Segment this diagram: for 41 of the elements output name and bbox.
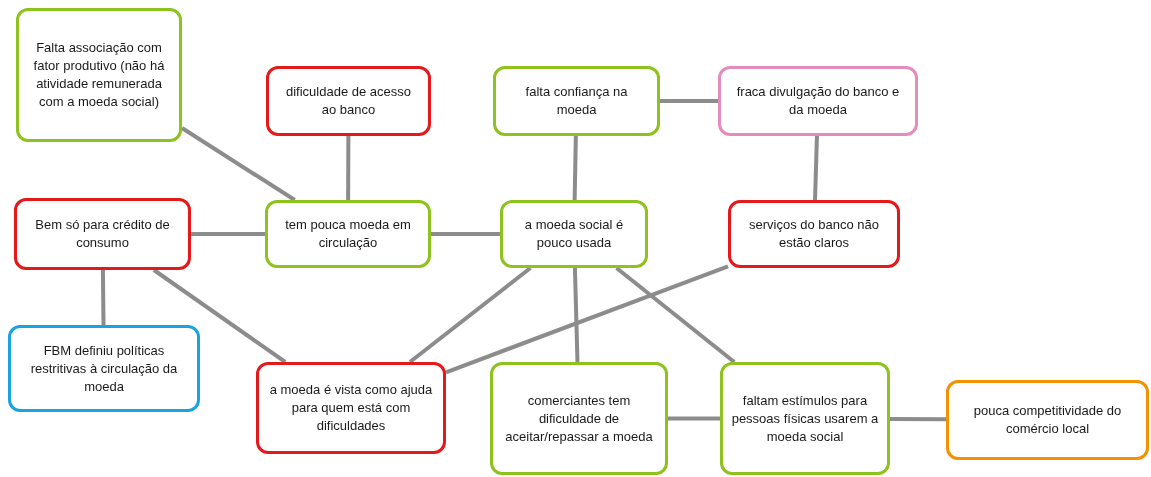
cause-box [500, 200, 648, 268]
connector-line [191, 232, 265, 236]
connector-line [668, 416, 720, 421]
box-text: a moeda social é pouco usada [523, 216, 625, 252]
box-text: dificuldade de acesso ao banco [285, 83, 412, 119]
cause-box [493, 66, 660, 136]
cause-box [8, 325, 200, 412]
connector-line [431, 232, 500, 236]
connector-line [180, 126, 296, 202]
connector-line [615, 266, 736, 364]
cause-box [718, 66, 918, 136]
connector-line [890, 417, 946, 422]
cause-box [720, 362, 890, 475]
box-text: Bem só para crédito de consumo [34, 216, 171, 252]
connector-line [660, 99, 718, 103]
cause-box [490, 362, 668, 475]
cause-box [946, 380, 1149, 460]
box-text: falta confiança na moeda [524, 83, 629, 119]
cause-box [14, 198, 191, 270]
connector-line [572, 267, 580, 363]
connector-line [152, 268, 287, 364]
cause-box [265, 200, 431, 268]
connector-line [813, 135, 819, 201]
connector-line [445, 264, 729, 375]
box-text: tem pouca moeda em circulação [284, 216, 412, 252]
box-text: serviços do banco não estão claros [747, 216, 881, 252]
cause-box [266, 66, 431, 136]
box-text: pouca competitividade do comércio local [972, 402, 1123, 438]
box-text: comerciantes tem dificuldade de aceitar/repassar a moeda [504, 391, 654, 446]
cause-box [256, 362, 446, 454]
box-text: Falta associação com fator produtivo (não há atividade remunerada com a moeda social) [32, 39, 166, 111]
box-text: a moeda é vista como ajuda para quem está com dificuldades [268, 381, 434, 435]
connector-line [572, 135, 578, 201]
connector-line [346, 136, 351, 200]
cause-box [16, 8, 182, 142]
cause-box [728, 200, 900, 268]
box-text: FBM definiu políticas restritivas à circulação da moeda [29, 341, 179, 396]
box-text: fraca divulgação do banco e da moeda [735, 83, 901, 119]
box-text: faltam estímulos para pessoas físicas usarem a moeda social [731, 391, 879, 446]
connector-line [100, 269, 106, 326]
connector-line [408, 266, 532, 364]
